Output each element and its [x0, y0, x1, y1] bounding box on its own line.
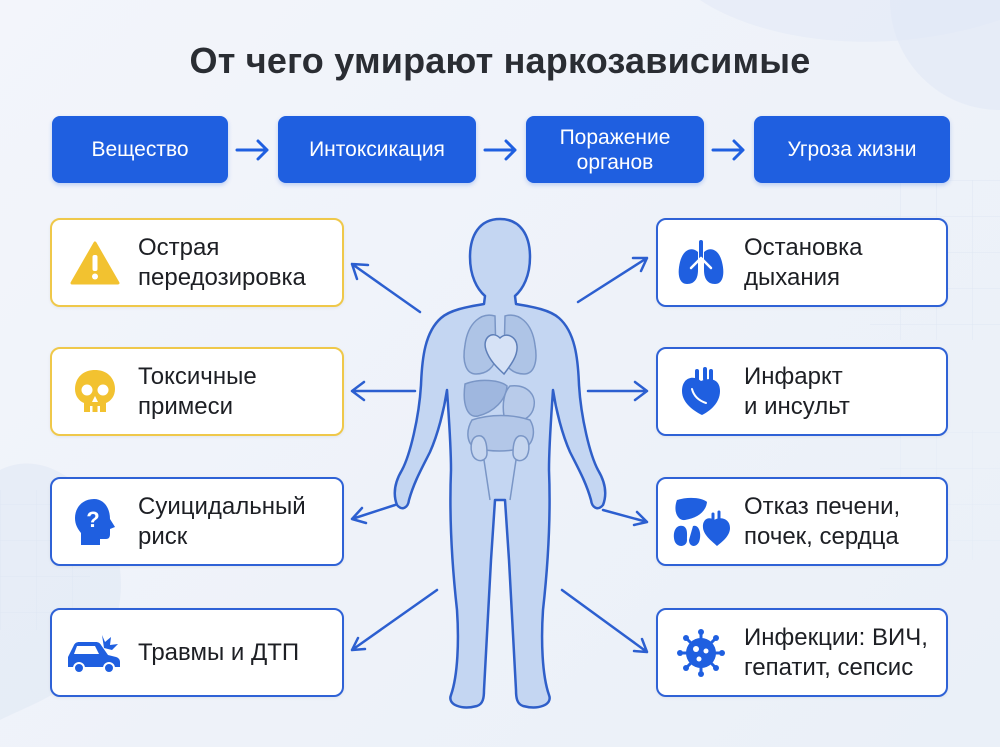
cause-card-trauma-text: Травмы и ДТП: [138, 638, 300, 666]
svg-text:?: ?: [86, 507, 99, 532]
liver-icon: [675, 497, 707, 520]
cause-card-overdose-text: Острая передозировка: [138, 233, 306, 291]
flow-step-substance: Вещество: [52, 116, 228, 183]
kidney-icon: [673, 525, 688, 546]
cause-card-suicide-text: Суицидальный риск: [138, 492, 306, 550]
cause-card-heart: Инфаркт и инсульт: [656, 347, 948, 436]
flow-step-intoxication: Интоксикация: [278, 116, 476, 183]
cause-card-suicide: ? Суицидальный риск: [50, 477, 344, 566]
small-heart-icon: [702, 517, 730, 546]
cause-card-breathing-text: Остановка дыхания: [744, 233, 863, 291]
lungs-icon: [658, 239, 744, 286]
virus-icon: [658, 627, 744, 679]
head-question-icon: ?: [52, 497, 138, 547]
warning-icon: [52, 240, 138, 286]
heart-icon: [658, 366, 744, 417]
cause-card-heart-text: Инфаркт и инсульт: [744, 362, 850, 420]
flow-step-organ-damage: Поражение органов: [526, 116, 704, 183]
cause-card-toxic-text: Токсичные примеси: [138, 362, 257, 420]
cause-card-overdose: Острая передозировка: [50, 218, 344, 307]
cause-card-trauma: Травмы и ДТП: [50, 608, 344, 697]
skull-icon: [52, 368, 138, 416]
cause-card-breathing: Остановка дыхания: [656, 218, 948, 307]
cause-card-toxic: Токсичные примеси: [50, 347, 344, 436]
organs-icon: [658, 494, 744, 550]
cause-card-organ-failure: Отказ печени, почек, сердца: [656, 477, 948, 566]
car-crash-icon: [52, 631, 138, 675]
page-title: От чего умирают наркозависимые: [189, 40, 811, 81]
flow-step-life-threat: Угроза жизни: [754, 116, 950, 183]
cause-card-infection: Инфекции: ВИЧ, гепатит, сепсис: [656, 608, 948, 697]
cause-card-infection-text: Инфекции: ВИЧ, гепатит, сепсис: [744, 623, 928, 681]
cause-card-organ-failure-text: Отказ печени, почек, сердца: [744, 492, 901, 550]
